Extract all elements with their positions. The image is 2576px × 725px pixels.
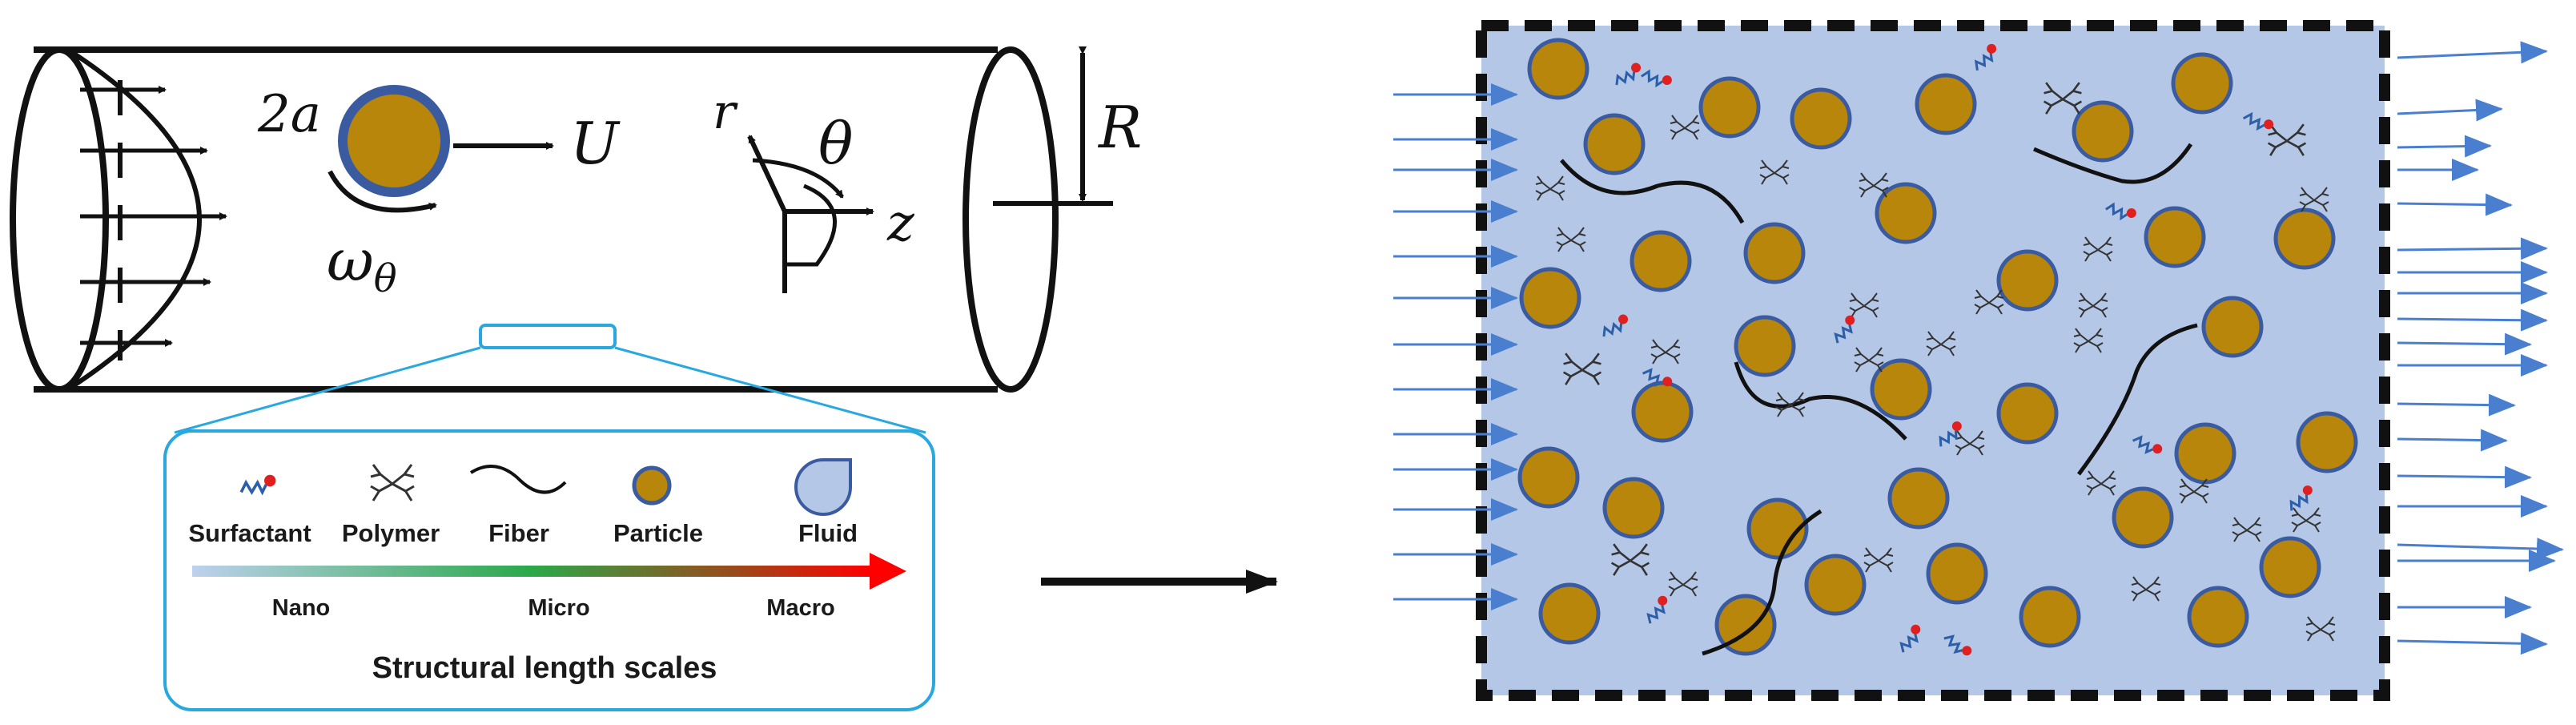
suspension-domain [1393, 20, 2564, 701]
zoom-window [479, 324, 617, 349]
coord-r-label: r [713, 84, 738, 140]
radius-label: R [1097, 94, 1142, 161]
coord-z-label: z [886, 194, 915, 253]
coordinate-system: r θ z [713, 84, 915, 293]
zoom-line-right [614, 346, 926, 434]
legend-item-polymer: Polymer [342, 519, 440, 547]
pipe-diagram: 2a U ωθ r θ z R [10, 46, 1142, 434]
legend-title: Structural length scales [372, 651, 717, 685]
pipe-particle [338, 85, 450, 197]
length-scale-bar [192, 566, 871, 577]
scale-macro: Macro [766, 595, 834, 621]
legend-item-fiber: Fiber [488, 519, 549, 547]
pipe-outlet-ellipse [962, 46, 1059, 393]
velocity-profile [69, 49, 227, 390]
diameter-label: 2a [257, 85, 321, 144]
outflow-arrows [2397, 41, 2564, 655]
legend-item-surfactant: Surfactant [188, 519, 311, 547]
velocity-label: U [570, 110, 621, 177]
legend-item-particle: Particle [613, 519, 703, 547]
rotation-arrow [328, 170, 437, 213]
scale-micro: Micro [528, 595, 589, 621]
radius-marker: R [993, 46, 1142, 206]
zoom-line-left [174, 346, 481, 434]
fibers [1560, 143, 2198, 656]
legend-item-fluid: Fluid [798, 519, 858, 547]
inflow-arrows [1393, 83, 1518, 610]
rotation-label: ωθ [327, 227, 397, 301]
particle-icon [632, 465, 672, 505]
pipe-inlet-ellipse [10, 46, 109, 393]
length-scale-arrowhead [870, 553, 906, 590]
legend-box: Surfactant Polymer Fiber Particle Fluid … [163, 429, 935, 711]
particles [1517, 38, 2358, 656]
domain-boundary [1476, 20, 2390, 701]
fiber-icon [469, 465, 567, 494]
scale-nano: Nano [272, 595, 331, 621]
coord-theta-label: θ [818, 110, 853, 177]
fluid-icon [794, 458, 852, 516]
